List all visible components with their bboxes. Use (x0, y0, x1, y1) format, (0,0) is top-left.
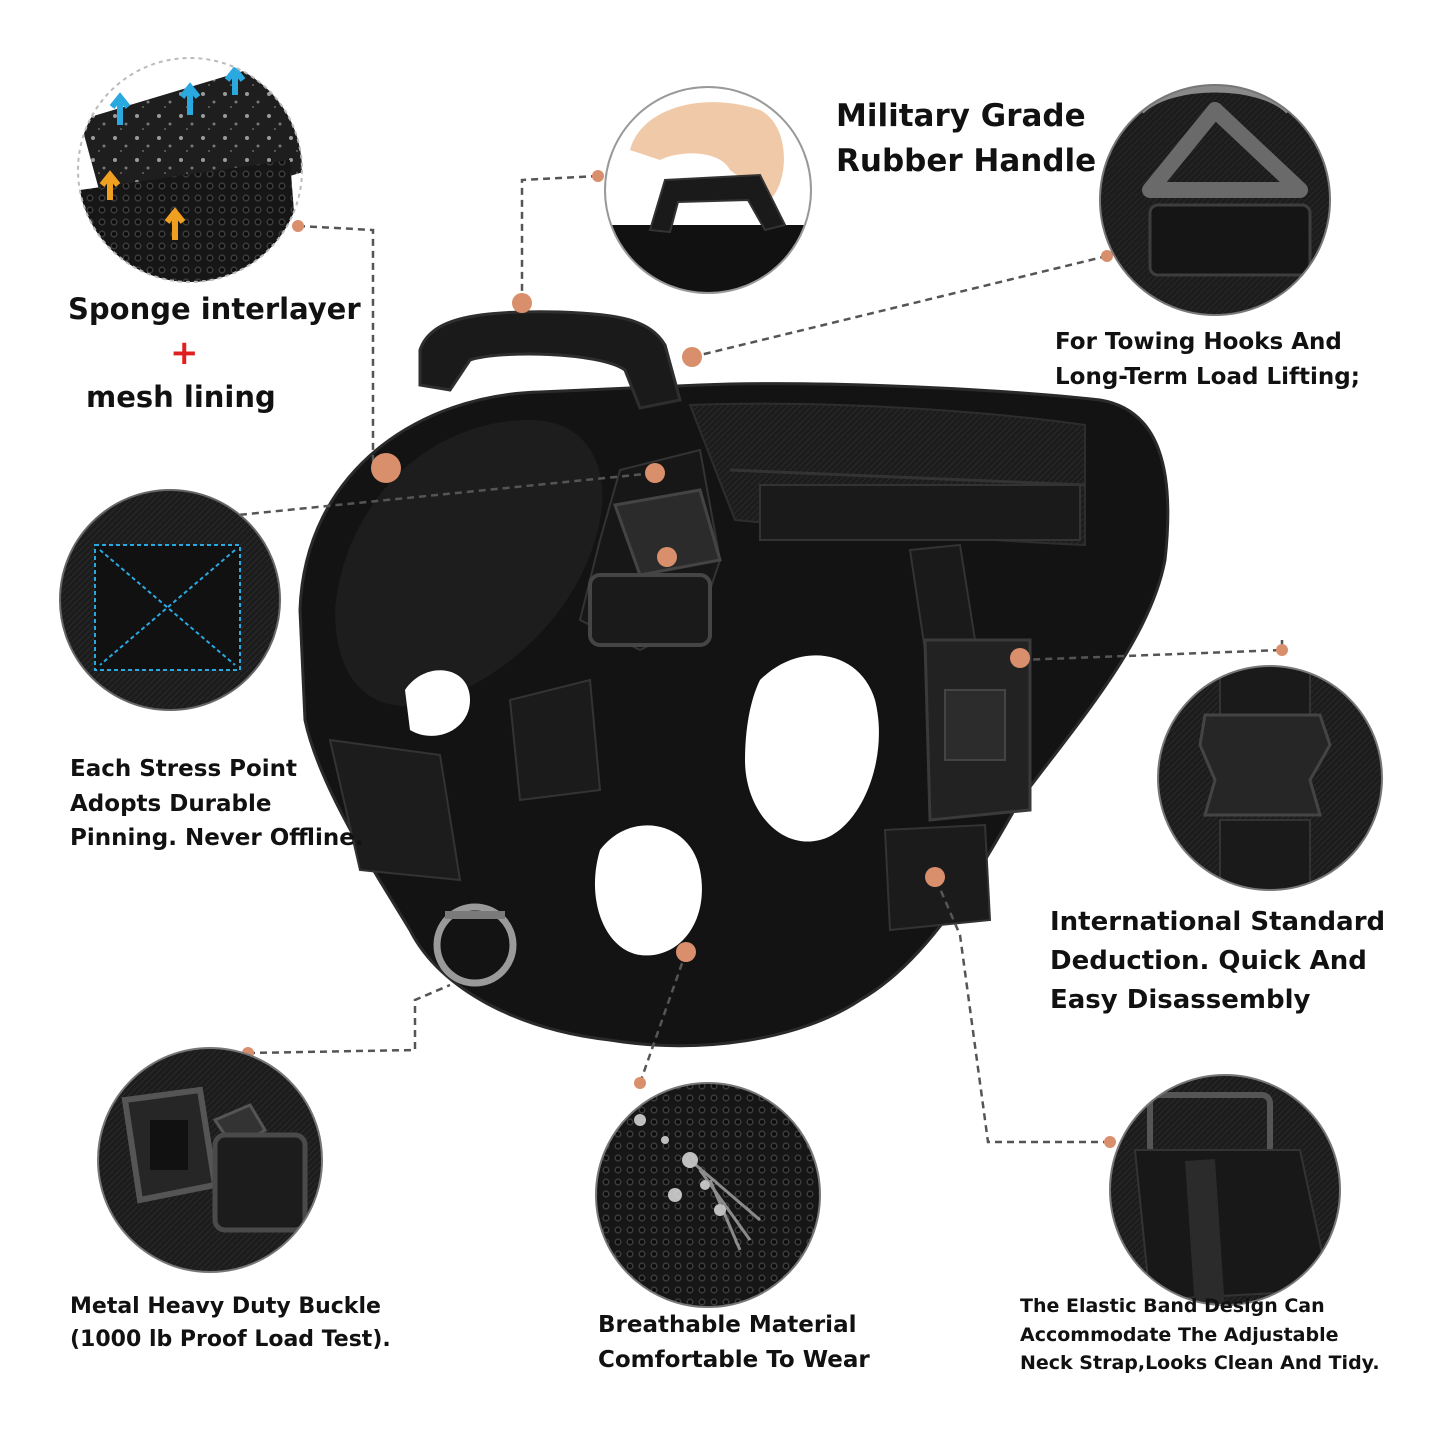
dot-sponge-product (371, 453, 401, 483)
elastic-callout-line2: Accommodate The Adjustable (1020, 1323, 1339, 1346)
dot-elastic-detail (1104, 1136, 1116, 1148)
elastic-callout-line1: The Elastic Band Design Can (1020, 1295, 1325, 1317)
buckle-callout-line1: Metal Heavy Duty Buckle (70, 1294, 381, 1319)
elastic-callout-label: The Elastic Band Design Can Accommodate … (1020, 1292, 1380, 1378)
dot-breathable-product (676, 942, 696, 962)
towing-callout-line1: For Towing Hooks And (1055, 329, 1342, 355)
callout-leader-lines (227, 174, 1284, 1144)
side-release-buckle-detail-image (1157, 665, 1383, 891)
dot-elastic-product (925, 867, 945, 887)
sponge-callout-line1: Sponge interlayer (68, 292, 361, 326)
dot-breathable-detail (634, 1077, 646, 1089)
towing-ring-detail-image (1099, 84, 1331, 316)
stress-callout-line2: Adopts Durable (70, 790, 272, 817)
mesh-lining-detail-image (77, 57, 303, 283)
stress-callout-line1: Each Stress Point (70, 756, 298, 782)
leader-handle (520, 174, 599, 303)
rubber-handle-detail-image (604, 86, 812, 294)
deduction-callout-line1: International Standard (1050, 907, 1386, 937)
breathable-callout-line2: Comfortable To Wear (598, 1346, 870, 1373)
breathable-mesh-detail-image (595, 1082, 821, 1308)
buckle-callout-label: Metal Heavy Duty Buckle (1000 lb Proof L… (70, 1290, 391, 1356)
leader-buckle (247, 983, 451, 1055)
dot-handle-detail (592, 170, 604, 182)
elastic-band-detail-image (1109, 1074, 1341, 1306)
towing-callout-label: For Towing Hooks And Long-Term Load Lift… (1055, 325, 1360, 394)
sponge-callout-label-2: mesh lining (86, 378, 276, 416)
deduction-callout-line3: Easy Disassembly (1050, 985, 1311, 1015)
sponge-callout-label: Sponge interlayer (68, 290, 361, 328)
dot-towing-product (682, 347, 702, 367)
towing-callout-line2: Long-Term Load Lifting; (1055, 363, 1360, 390)
breathable-callout-line1: Breathable Material (598, 1312, 857, 1338)
leader-elastic (933, 876, 1110, 1144)
stress-callout-label: Each Stress Point Adopts Durable Pinning… (70, 752, 364, 856)
dot-stress-product (645, 463, 665, 483)
dot-deduction-detail (1276, 644, 1288, 656)
breathable-callout-label: Breathable Material Comfortable To Wear (598, 1308, 870, 1377)
elastic-callout-line3: Neck Strap,Looks Clean And Tidy. (1020, 1352, 1380, 1374)
dot-chest-buckle (657, 547, 677, 567)
dot-handle-product (512, 293, 532, 313)
dot-towing-detail (1101, 250, 1113, 262)
handle-callout-label: Military Grade Rubber Handle (836, 94, 1096, 184)
deduction-callout-line2: Deduction. Quick And (1050, 946, 1367, 976)
sponge-callout-line2: mesh lining (86, 380, 276, 414)
handle-callout-line2: Rubber Handle (836, 142, 1097, 179)
stress-callout-line3: Pinning. Never Offline. (70, 825, 364, 851)
callout-dots (222, 170, 1288, 1148)
dot-deduction-product (1010, 648, 1030, 668)
stitching-detail-image (59, 489, 281, 711)
leader-deduction (1019, 640, 1284, 662)
leader-sponge (297, 224, 386, 472)
plus-icon: + (170, 333, 199, 373)
harness-product-image (298, 310, 1170, 1048)
metal-buckle-detail-image (97, 1047, 323, 1273)
dot-sponge-detail (292, 220, 304, 232)
handle-callout-line1: Military Grade (836, 98, 1086, 134)
buckle-callout-line2: (1000 lb Proof Load Test). (70, 1327, 391, 1352)
deduction-callout-label: International Standard Deduction. Quick … (1050, 903, 1385, 1020)
